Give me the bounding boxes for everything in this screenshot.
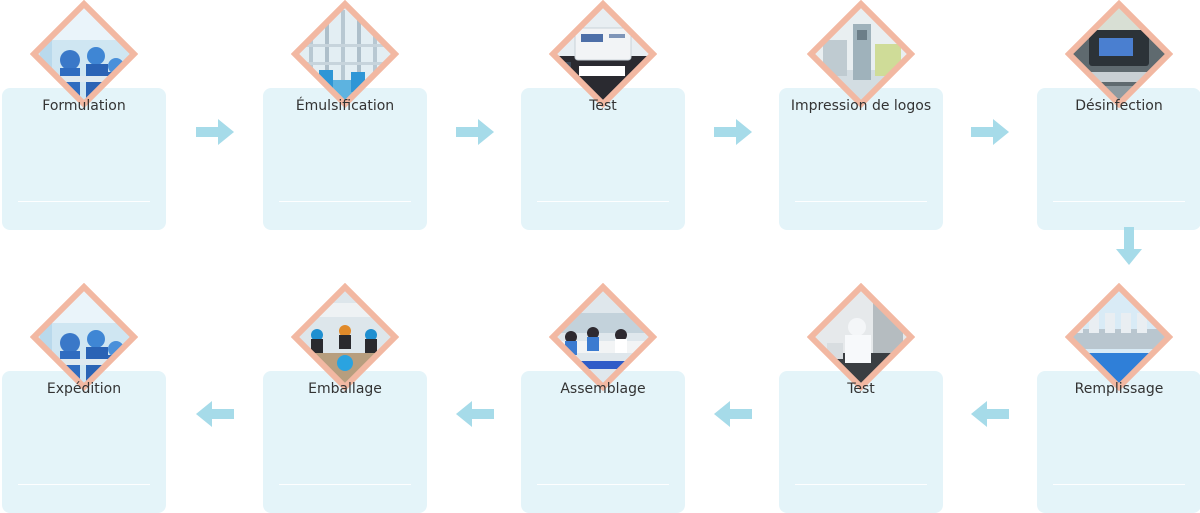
step-label: Impression de logos — [790, 98, 932, 114]
step-emulsification: Émulsification — [263, 0, 503, 230]
step-label: Remplissage — [1074, 381, 1164, 397]
arrow-left-icon — [196, 401, 234, 427]
step-card — [263, 371, 427, 513]
step-test-1: Test — [521, 0, 761, 230]
step-impression-de-logos: Impression de logos — [779, 0, 1019, 230]
test-instrument-photo — [549, 0, 657, 108]
arrow-down-icon — [1116, 227, 1142, 265]
step-label: Expédition — [46, 381, 122, 397]
packaging-workers-photo — [291, 283, 399, 391]
quality-test-worker-photo — [807, 283, 915, 391]
step-card — [521, 88, 685, 230]
lab-workers-photo — [30, 283, 138, 391]
step-label: Émulsification — [295, 98, 395, 114]
step-card — [1037, 371, 1200, 513]
step-card — [521, 371, 685, 513]
step-assemblage: Assemblage — [521, 283, 761, 513]
emulsifier-pipes-photo — [291, 0, 399, 108]
step-expedition: Expédition — [2, 283, 242, 513]
step-label: Assemblage — [560, 381, 646, 397]
assembly-line-photo — [549, 283, 657, 391]
step-card — [779, 88, 943, 230]
step-desinfection: Désinfection — [1037, 0, 1200, 230]
filling-line-photo — [1065, 283, 1173, 391]
step-test-2: Test — [779, 283, 1019, 513]
step-label: Test — [589, 98, 617, 114]
step-label: Désinfection — [1075, 98, 1163, 114]
step-card — [779, 371, 943, 513]
lab-workers-photo — [30, 0, 138, 108]
arrow-right-icon — [196, 119, 234, 145]
arrow-right-icon — [714, 119, 752, 145]
step-label: Emballage — [308, 381, 382, 397]
arrow-right-icon — [456, 119, 494, 145]
step-card — [2, 88, 166, 230]
arrow-left-icon — [971, 401, 1009, 427]
step-label: Test — [847, 381, 875, 397]
step-card — [2, 371, 166, 513]
arrow-left-icon — [456, 401, 494, 427]
step-card — [263, 88, 427, 230]
step-formulation: Formulation — [2, 0, 242, 230]
logo-printing-machine-photo — [807, 0, 915, 108]
step-card — [1037, 88, 1200, 230]
step-emballage: Emballage — [263, 283, 503, 513]
arrow-right-icon — [971, 119, 1009, 145]
step-remplissage: Remplissage — [1037, 283, 1200, 513]
disinfection-machine-photo — [1065, 0, 1173, 108]
arrow-left-icon — [714, 401, 752, 427]
step-label: Formulation — [42, 98, 126, 114]
